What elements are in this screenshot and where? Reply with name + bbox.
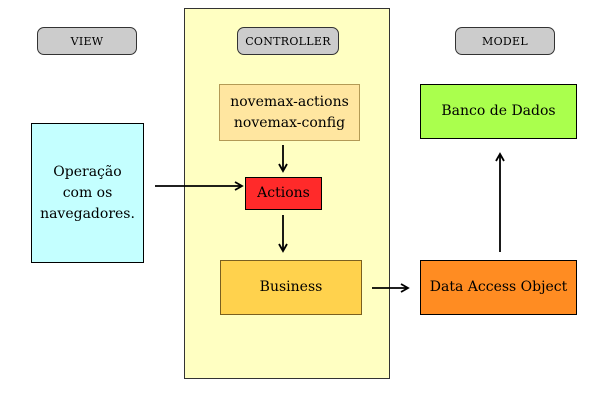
controller-config-box: novemax-actions novemax-config	[219, 84, 360, 141]
model-header: MODEL	[455, 27, 555, 55]
controller-header: CONTROLLER	[237, 27, 339, 55]
view-line-3: navegadores.	[40, 205, 135, 222]
business-box: Business	[220, 260, 362, 315]
database-box: Banco de Dados	[420, 84, 577, 139]
config-line-1: novemax-actions	[230, 93, 349, 110]
view-header: VIEW	[37, 27, 137, 55]
view-line-2: com os	[62, 184, 113, 201]
view-operation-box: Operação com os navegadores.	[31, 123, 144, 263]
config-line-2: novemax-config	[233, 114, 346, 131]
view-line-1: Operação	[53, 163, 122, 180]
dao-box: Data Access Object	[420, 260, 577, 315]
actions-box: Actions	[245, 177, 322, 210]
